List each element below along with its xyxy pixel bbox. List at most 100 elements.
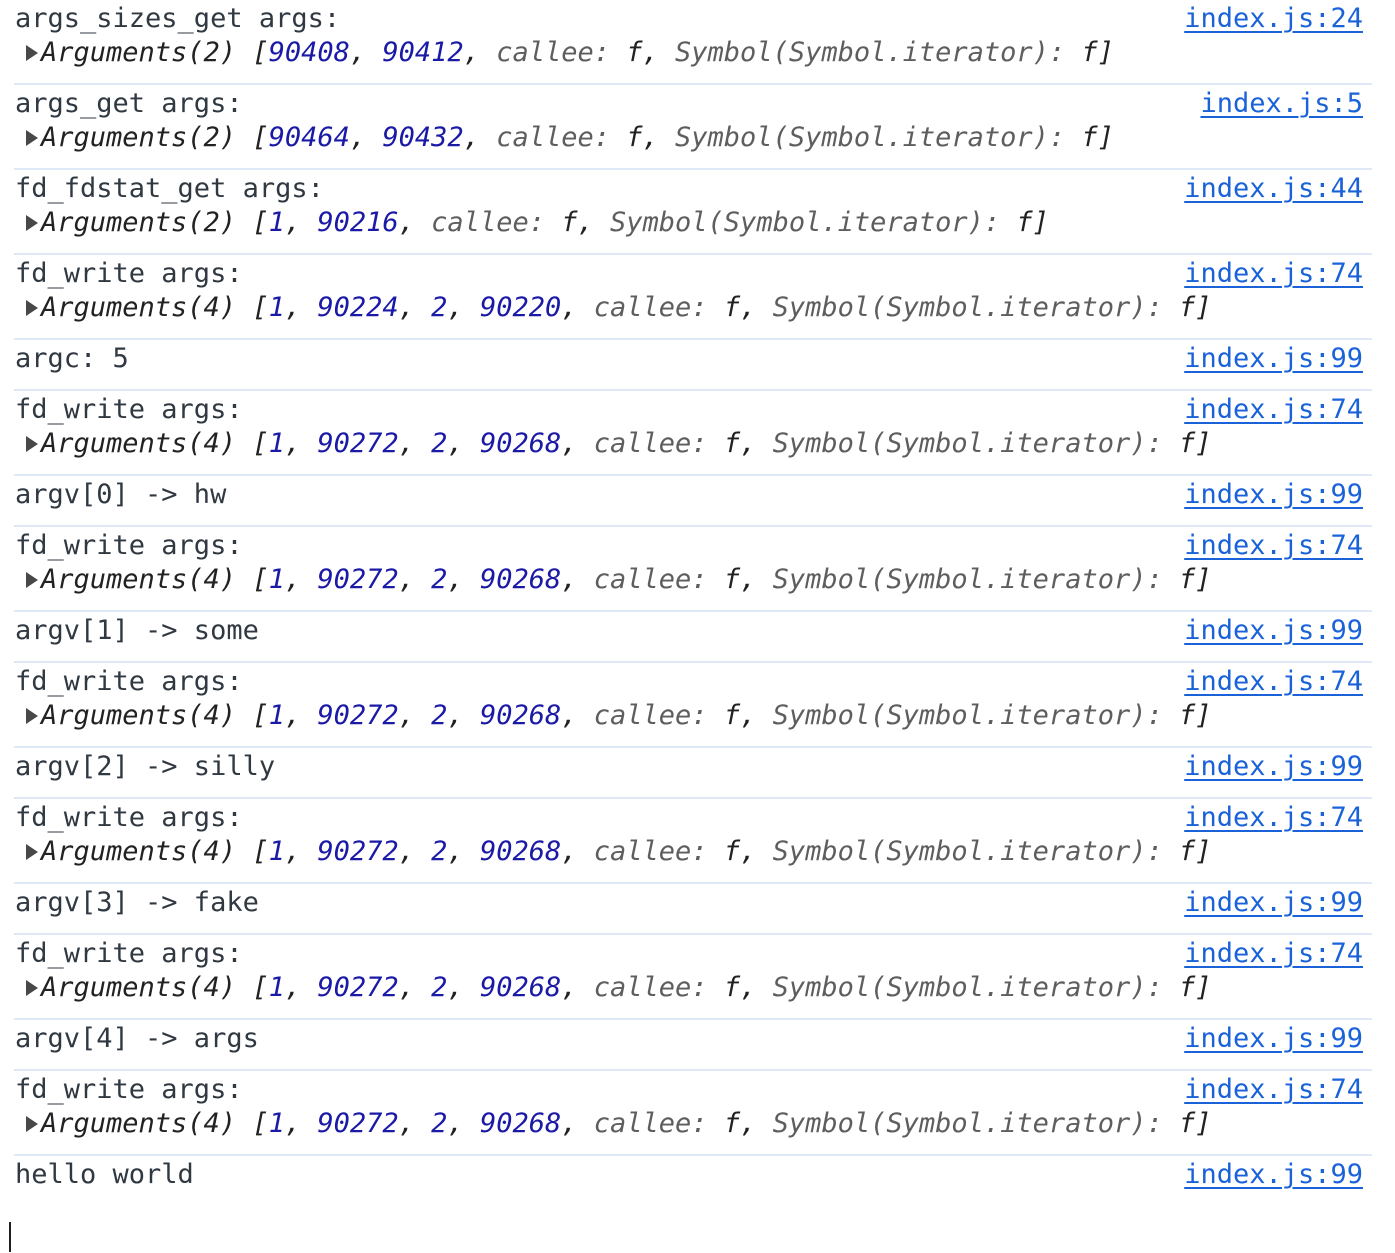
object-preview[interactable]: Arguments(4) [1, 90272, 2, 90268, callee… <box>41 427 1212 461</box>
object-type-name: Arguments(4) <box>41 836 237 867</box>
source-location-link[interactable]: index.js:74 <box>1184 258 1363 289</box>
punctuation: , <box>642 37 676 68</box>
argument-value: 1 <box>268 428 285 459</box>
expand-triangle-icon[interactable] <box>26 708 38 724</box>
console-message-text: argv[2] -> silly <box>15 751 276 782</box>
property-key: callee <box>593 428 692 459</box>
expand-triangle-icon[interactable] <box>26 215 38 231</box>
console-message-text: args_sizes_get args: <box>15 3 341 34</box>
source-location-link[interactable]: index.js:24 <box>1184 3 1363 34</box>
punctuation: , <box>561 428 594 459</box>
punctuation: , <box>561 564 594 595</box>
punctuation: : <box>593 37 627 68</box>
object-preview[interactable]: Arguments(2) [90464, 90432, callee: f, S… <box>41 121 1114 155</box>
object-preview-row[interactable]: Arguments(4) [1, 90272, 2, 90268, callee… <box>15 835 1372 869</box>
punctuation: ] <box>1195 564 1212 595</box>
object-preview[interactable]: Arguments(2) [90408, 90412, callee: f, S… <box>41 36 1114 70</box>
punctuation: : <box>1146 292 1179 323</box>
punctuation: , <box>284 292 318 323</box>
object-type-name: Arguments(4) <box>41 700 237 731</box>
function-value: f <box>1178 836 1196 867</box>
expand-triangle-icon[interactable] <box>26 45 38 61</box>
source-location-link[interactable]: index.js:74 <box>1184 666 1363 697</box>
punctuation: : <box>691 564 724 595</box>
object-preview-row[interactable]: Arguments(4) [1, 90272, 2, 90268, callee… <box>15 427 1372 461</box>
argument-value: 1 <box>268 972 285 1003</box>
source-location-link[interactable]: index.js:99 <box>1184 343 1363 374</box>
function-value: f <box>1178 700 1196 731</box>
expand-triangle-icon[interactable] <box>26 980 38 996</box>
argument-value: 90268 <box>479 836 562 867</box>
source-location-link[interactable]: index.js:99 <box>1184 1023 1363 1054</box>
argument-value: 2 <box>431 292 448 323</box>
expand-triangle-icon[interactable] <box>26 844 38 860</box>
console-message-text: fd_write args: <box>15 258 243 289</box>
property-key: Symbol(Symbol.iterator) <box>772 972 1147 1003</box>
object-preview-row[interactable]: Arguments(4) [1, 90272, 2, 90268, callee… <box>15 563 1372 597</box>
function-value: f <box>626 37 643 68</box>
punctuation: , <box>740 700 773 731</box>
console-prompt-cursor[interactable] <box>9 1222 11 1252</box>
punctuation: , <box>284 207 318 238</box>
punctuation: ] <box>1195 428 1212 459</box>
argument-value: 90216 <box>317 207 399 238</box>
object-preview-row[interactable]: Arguments(2) [90408, 90412, callee: f, S… <box>15 36 1372 70</box>
punctuation: , <box>349 37 383 68</box>
source-location-link[interactable]: index.js:5 <box>1200 88 1363 119</box>
argument-value: 90408 <box>268 37 350 68</box>
punctuation: ] <box>1097 37 1114 68</box>
object-type-name: Arguments(4) <box>41 292 237 323</box>
source-location-link[interactable]: index.js:99 <box>1184 479 1363 510</box>
punctuation: : <box>691 972 724 1003</box>
source-location-link[interactable]: index.js:99 <box>1184 887 1363 918</box>
object-type-name: Arguments(4) <box>41 1108 237 1139</box>
punctuation: : <box>528 207 562 238</box>
object-preview-row[interactable]: Arguments(2) [1, 90216, callee: f, Symbo… <box>15 206 1372 240</box>
expand-triangle-icon[interactable] <box>26 572 38 588</box>
source-location-link[interactable]: index.js:44 <box>1184 173 1363 204</box>
object-preview[interactable]: Arguments(4) [1, 90272, 2, 90268, callee… <box>41 699 1212 733</box>
property-key: callee <box>593 292 692 323</box>
object-preview[interactable]: Arguments(4) [1, 90272, 2, 90268, callee… <box>41 835 1212 869</box>
function-value: f <box>1178 292 1196 323</box>
argument-value: 2 <box>431 972 448 1003</box>
source-location-link[interactable]: index.js:99 <box>1184 751 1363 782</box>
expand-triangle-icon[interactable] <box>26 130 38 146</box>
argument-value: 1 <box>268 564 285 595</box>
punctuation: , <box>284 428 318 459</box>
expand-triangle-icon[interactable] <box>26 1116 38 1132</box>
object-preview[interactable]: Arguments(4) [1, 90272, 2, 90268, callee… <box>41 1107 1212 1141</box>
object-preview[interactable]: Arguments(4) [1, 90272, 2, 90268, callee… <box>41 563 1212 597</box>
object-preview-row[interactable]: Arguments(4) [1, 90272, 2, 90268, callee… <box>15 699 1372 733</box>
object-preview-row[interactable]: Arguments(4) [1, 90272, 2, 90268, callee… <box>15 971 1372 1005</box>
object-preview[interactable]: Arguments(4) [1, 90272, 2, 90268, callee… <box>41 971 1212 1005</box>
punctuation: , <box>447 564 480 595</box>
source-location-link[interactable]: index.js:74 <box>1184 530 1363 561</box>
source-location-link[interactable]: index.js:74 <box>1184 1074 1363 1105</box>
source-location-link[interactable]: index.js:74 <box>1184 802 1363 833</box>
punctuation: : <box>1146 700 1179 731</box>
object-preview[interactable]: Arguments(4) [1, 90224, 2, 90220, callee… <box>41 291 1212 325</box>
expand-triangle-icon[interactable] <box>26 436 38 452</box>
source-location-link[interactable]: index.js:74 <box>1184 394 1363 425</box>
function-value: f <box>561 207 578 238</box>
function-value: f <box>723 836 741 867</box>
property-key: Symbol(Symbol.iterator) <box>772 564 1147 595</box>
object-preview-row[interactable]: Arguments(2) [90464, 90432, callee: f, S… <box>15 121 1372 155</box>
punctuation: : <box>1146 836 1179 867</box>
function-value: f <box>1178 972 1196 1003</box>
argument-value: 1 <box>268 207 285 238</box>
object-preview[interactable]: Arguments(2) [1, 90216, callee: f, Symbo… <box>41 206 1049 240</box>
object-preview-row[interactable]: Arguments(4) [1, 90272, 2, 90268, callee… <box>15 1107 1372 1141</box>
property-key: Symbol(Symbol.iterator) <box>772 700 1147 731</box>
expand-triangle-icon[interactable] <box>26 300 38 316</box>
object-preview-row[interactable]: Arguments(4) [1, 90224, 2, 90220, callee… <box>15 291 1372 325</box>
argument-value: 90268 <box>479 564 562 595</box>
source-location-link[interactable]: index.js:74 <box>1184 938 1363 969</box>
punctuation: , <box>447 292 480 323</box>
source-location-link[interactable]: index.js:99 <box>1184 615 1363 646</box>
source-location-link[interactable]: index.js:99 <box>1184 1159 1363 1190</box>
